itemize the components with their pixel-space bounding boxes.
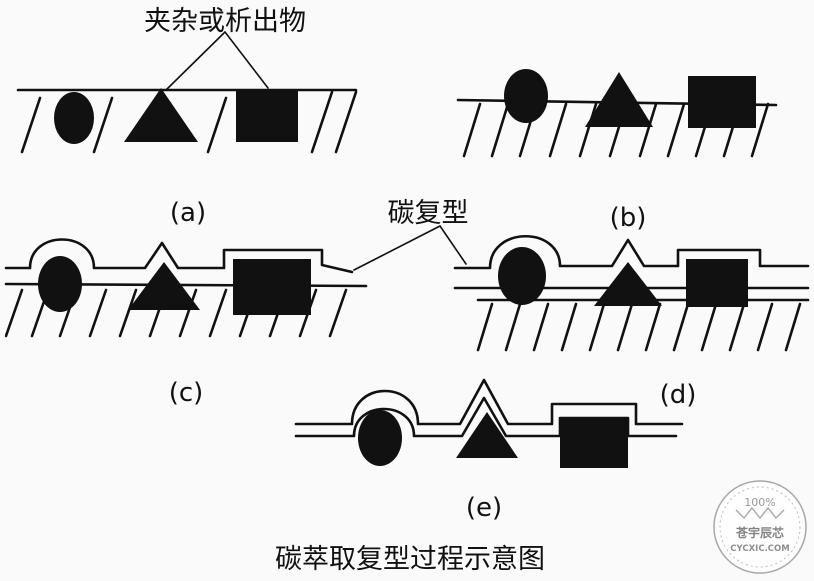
- figure-caption: 碳萃取复型过程示意图: [275, 544, 545, 575]
- watermark-site: CYCXIC.COM: [730, 544, 789, 554]
- panel-label-e: (e): [466, 493, 502, 523]
- panel-c-triangle-particle: [128, 262, 200, 310]
- panel-d-square-particle: [686, 259, 748, 307]
- carbon-replica-leader-lines: [353, 225, 467, 271]
- inclusion-leader-lines: [165, 31, 269, 91]
- panel-d-triangle-particle: [594, 262, 662, 306]
- watermark-seal: 100% 苍宇辰芯 CYCXIC.COM: [713, 480, 807, 574]
- panel-a-square-particle: [236, 90, 298, 142]
- panel-b-square-particle: [688, 76, 756, 128]
- panel-label-b: (b): [610, 203, 647, 233]
- panel-d-sphere-particle: [498, 247, 546, 305]
- panel-label-d: (d): [660, 380, 697, 410]
- carbon-replica-label: 碳复型: [388, 198, 469, 229]
- panel-c-square-particle: [233, 259, 311, 315]
- panel-e-square-particle: [560, 418, 628, 468]
- panel-label-a: (a): [170, 198, 206, 228]
- panel-e-sphere-particle: [358, 410, 402, 466]
- watermark-percent: 100%: [744, 496, 775, 509]
- inclusion-label: 夹杂或析出物: [144, 6, 306, 37]
- panel-b-triangle-particle: [585, 72, 653, 127]
- panel-c-carbon-film: [4, 238, 354, 274]
- panel-a-sphere-particle: [54, 92, 94, 144]
- panel-a-substrate: [16, 88, 358, 154]
- panel-b-sphere-particle: [504, 69, 548, 123]
- panel-d-carbon-film: [453, 235, 810, 270]
- watermark-name: 苍宇辰芯: [735, 525, 784, 540]
- panel-a-triangle-particle: [124, 88, 198, 142]
- panel-label-c: (c): [169, 378, 204, 408]
- panel-c-sphere-particle: [38, 256, 82, 312]
- panel-e-triangle-particle: [456, 412, 518, 458]
